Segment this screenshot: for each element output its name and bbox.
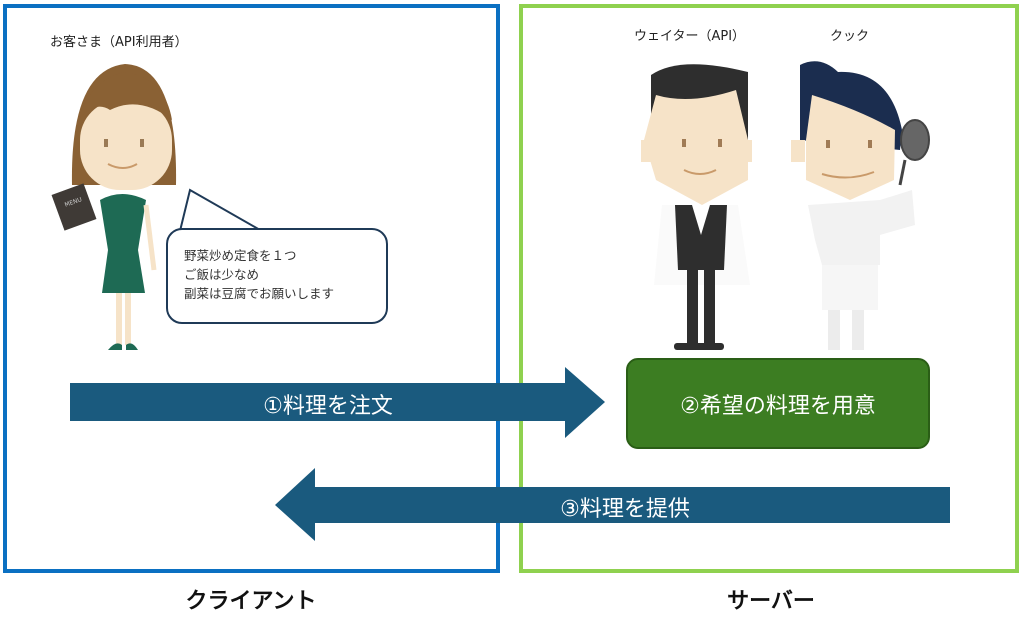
server-section-label: サーバー: [727, 589, 815, 614]
client-panel: [3, 4, 500, 573]
speech-line: 副菜は豆腐でお願いします: [184, 286, 335, 301]
order-step-label: ①料理を注文: [263, 394, 393, 419]
customer-label: お客さま（API利用者）: [50, 35, 188, 50]
server-panel: [519, 4, 1019, 573]
prepare-step-label: ②希望の料理を用意: [680, 393, 876, 419]
client-section-label: クライアント: [185, 589, 317, 614]
order-arrow: [70, 367, 605, 438]
customer-illustration: MENU: [51, 64, 177, 350]
prepare-step-box: ②希望の料理を用意: [626, 358, 930, 449]
waiter-illustration: [641, 64, 752, 350]
cook-illustration: [791, 61, 930, 350]
speech-line: 野菜炒め定食を１つ: [184, 248, 297, 263]
speech-line: ご飯は少なめ: [184, 267, 260, 282]
speech-bubble: 野菜炒め定食を１つ ご飯は少なめ 副菜は豆腐でお願いします: [166, 228, 388, 324]
cook-label: クック: [830, 29, 870, 44]
serve-arrow: [275, 468, 950, 541]
waiter-label: ウェイター（API）: [634, 29, 746, 44]
serve-step-label: ③料理を提供: [560, 497, 690, 522]
